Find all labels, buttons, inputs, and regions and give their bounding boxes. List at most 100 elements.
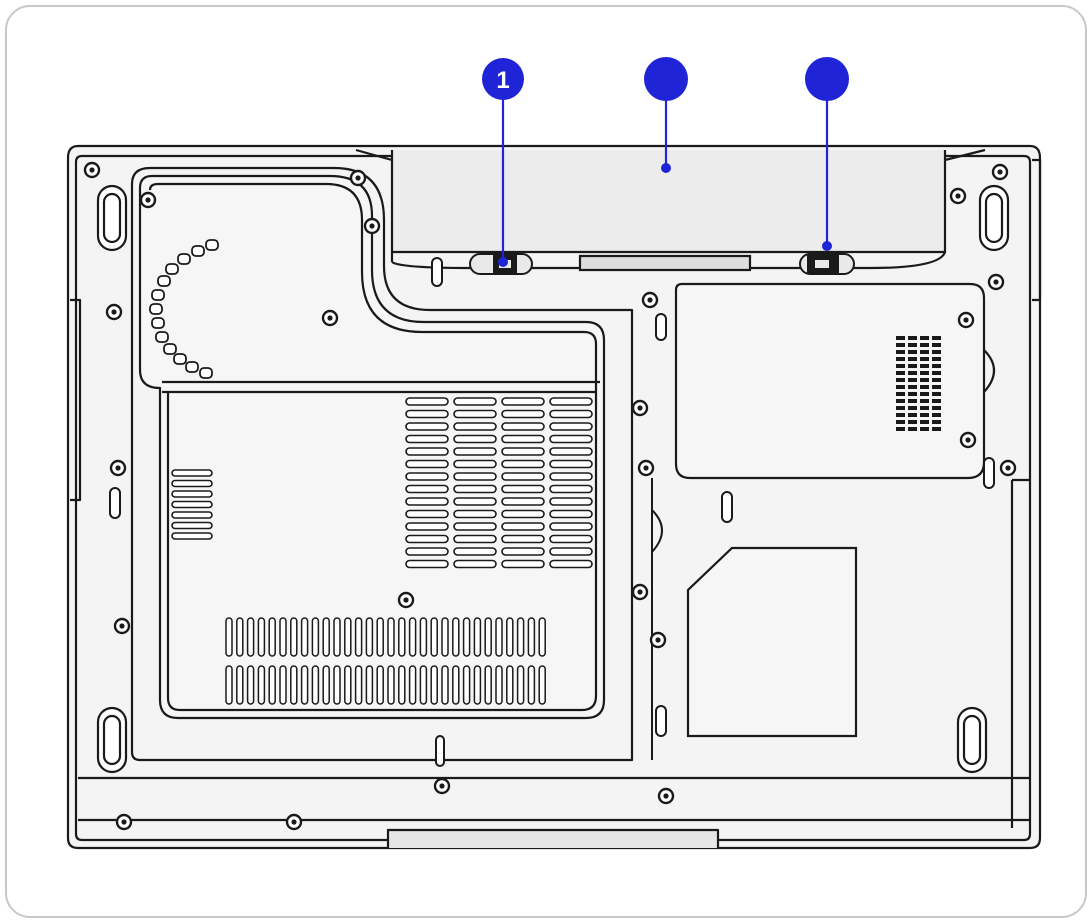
memory-vent-bar (932, 420, 941, 424)
memory-vent-bar (908, 385, 917, 389)
screw-center (327, 315, 333, 321)
battery-latch-slots (431, 257, 667, 341)
screw-center (369, 223, 375, 229)
screw-center (993, 279, 999, 285)
memory-vent-bar (932, 357, 941, 361)
vent-slot (452, 665, 460, 705)
vent-slot (354, 617, 363, 657)
memory-vent-bar (896, 343, 905, 347)
screw-center (119, 623, 125, 629)
vent-slot (376, 665, 384, 705)
memory-vent-bar (896, 385, 905, 389)
screw-center (663, 793, 669, 799)
memory-vent-bar (920, 427, 929, 431)
memory-vent-bar (920, 413, 929, 417)
grille-slot (171, 500, 213, 509)
grille-slot (501, 547, 545, 556)
vent-slot (516, 617, 525, 657)
vent-slot (311, 665, 320, 705)
grille-slot (453, 509, 497, 519)
callout-3-marker (805, 57, 849, 101)
screw-center (355, 175, 361, 181)
vent-slot (527, 665, 536, 705)
screw-center (439, 783, 445, 789)
grille-slot (405, 484, 449, 494)
memory-vent-bar (920, 406, 929, 410)
vent-slot (365, 665, 374, 705)
memory-vent-bar (896, 364, 905, 368)
vent-slot (506, 665, 514, 705)
vent-slot (419, 617, 428, 657)
vent-slot (300, 665, 309, 705)
vent-slot (484, 665, 492, 705)
vent-slot (430, 665, 438, 705)
battery-pack (355, 148, 986, 272)
hdd-cover (686, 546, 858, 738)
grille-slot (501, 409, 545, 419)
memory-vent-bar (932, 378, 941, 382)
vent-slot (516, 665, 525, 705)
grille-slot (549, 497, 593, 506)
memory-vent-bar (932, 336, 941, 340)
vent-slot (387, 665, 395, 705)
grille-slot (171, 490, 213, 498)
grille-slot (171, 479, 213, 488)
memory-vent-bar (920, 357, 929, 361)
memory-vent-bar (908, 336, 917, 340)
vent-slot (279, 665, 287, 705)
memory-vent-bar (920, 336, 929, 340)
grille-slot (171, 532, 213, 540)
vent-slot (408, 665, 417, 705)
grille-slot (453, 522, 497, 531)
vent-slot (344, 617, 352, 657)
vent-slot (311, 617, 320, 657)
screw-center (637, 589, 643, 595)
grille-slot (549, 509, 593, 519)
vent-slot (441, 665, 449, 705)
grille-slot (405, 409, 449, 419)
grille-slot (405, 422, 449, 431)
grille-slot (549, 484, 593, 494)
grille-slot (453, 484, 497, 494)
memory-vent-bar (896, 371, 905, 375)
memory-vent-bar (932, 427, 941, 431)
vent-slot (387, 617, 395, 657)
vent-slot (365, 617, 374, 657)
vent-slot (257, 665, 266, 705)
vent-slot (333, 665, 341, 705)
grille-slot (405, 547, 449, 556)
memory-vent-bar (920, 385, 929, 389)
vent-slot (225, 665, 233, 705)
memory-vent-bar (896, 427, 905, 431)
vent-slot (279, 617, 287, 657)
vent-slot (538, 665, 546, 705)
screw-center (89, 167, 95, 173)
callout-1: 1 (482, 58, 524, 267)
memory-vent-bar (908, 371, 917, 375)
callout-1-number: 1 (496, 67, 509, 94)
grille-slot (549, 409, 593, 419)
memory-vent-bar (932, 371, 941, 375)
memory-cover (674, 282, 996, 480)
memory-vent-bar (908, 427, 917, 431)
memory-vent-bar (908, 350, 917, 354)
grille-slot (405, 559, 449, 569)
grille-slot (549, 459, 593, 469)
vent-slot (452, 617, 460, 657)
grille-slot (453, 397, 497, 406)
vent-slot (290, 617, 298, 657)
grille-slot (501, 509, 545, 519)
screw-center (121, 819, 127, 825)
memory-vent-bar (932, 399, 941, 403)
memory-vent-bar (908, 364, 917, 368)
grille-slot (405, 459, 449, 469)
vent-slot (462, 665, 471, 705)
grille-slot (405, 434, 449, 444)
screw-center (965, 437, 971, 443)
screw-center (403, 597, 409, 603)
memory-vent-bar (896, 357, 905, 361)
memory-vent-bar (908, 406, 917, 410)
vent-slot (484, 617, 492, 657)
grille-slot (549, 472, 593, 481)
